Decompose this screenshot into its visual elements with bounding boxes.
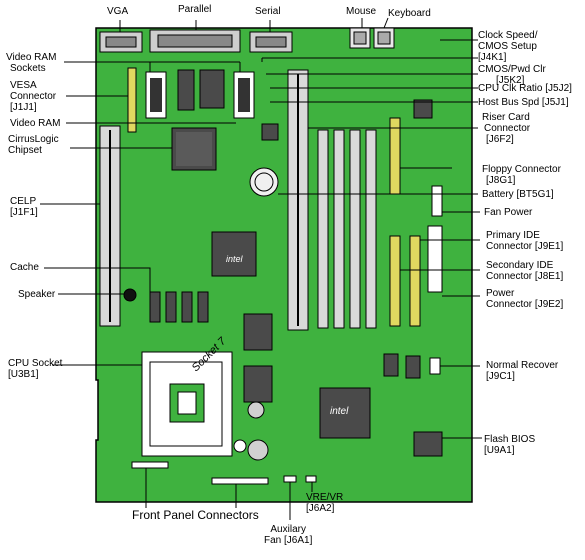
cache-chips xyxy=(149,291,209,323)
chipset-intel-small xyxy=(211,231,257,277)
chipset-intel-big xyxy=(319,387,371,439)
video-ram-chip xyxy=(177,69,195,111)
label-cpu-clk-ratio: CPU Clk Ratio [J5J2] xyxy=(478,83,572,94)
label-keyboard: Keyboard xyxy=(388,8,431,19)
vre-shape xyxy=(305,475,317,483)
aux-fan-shape xyxy=(283,475,297,483)
label-video-ram: Video RAM xyxy=(10,118,61,129)
secondary-ide-shape xyxy=(389,235,401,327)
speaker-shape xyxy=(123,288,137,302)
intel-small-chip-text: intel xyxy=(226,254,244,264)
label-clock-speed: Clock Speed/CMOS Setup[J4K1] xyxy=(478,30,538,63)
label-cmos-pwd-clr: CMOS/Pwd Clr[J5K2] xyxy=(478,64,546,86)
floppy-connector-shape xyxy=(389,117,401,195)
mouse-connector-shape xyxy=(349,27,371,49)
label-celp: CELP[J1F1] xyxy=(10,196,38,218)
label-cache: Cache xyxy=(10,262,39,273)
label-host-bus-spd: Host Bus Spd [J5J1] xyxy=(478,97,569,108)
front-panel-header-2 xyxy=(211,477,269,485)
normal-recover-shape xyxy=(429,357,441,375)
fan-power-shape xyxy=(431,185,443,217)
label-parallel: Parallel xyxy=(178,4,212,15)
label-mouse: Mouse xyxy=(346,6,377,17)
battery-shape xyxy=(249,167,279,197)
label-flash-bios: Flash BIOS[U9A1] xyxy=(484,434,536,456)
power-connector-shape xyxy=(427,225,443,293)
label-normal-recover: Normal Recover[J9C1] xyxy=(486,360,559,382)
vesa-connector-shape xyxy=(127,67,137,133)
label-cpu-socket: CPU Socket[U3B1] xyxy=(8,358,63,380)
label-vga: VGA xyxy=(107,6,129,17)
label-floppy-connector: Floppy Connector[J8G1] xyxy=(482,164,561,186)
flash-bios-shape xyxy=(413,431,443,457)
memory-slots xyxy=(317,129,377,329)
label-vre-vr: VRE/VR[J6A2] xyxy=(306,492,344,514)
voltage-regulator-2 xyxy=(243,365,273,403)
keyboard-connector-shape xyxy=(373,27,395,49)
primary-ide-shape xyxy=(409,235,421,327)
label-battery: Battery [BT5G1] xyxy=(482,189,554,200)
label-fan-power: Fan Power xyxy=(484,207,533,218)
label-serial: Serial xyxy=(255,6,281,17)
parallel-connector-shape xyxy=(149,29,241,53)
intel-big-chip-text: intel xyxy=(330,406,349,417)
vga-connector-shape xyxy=(99,31,143,53)
serial-connector-shape xyxy=(249,31,293,53)
label-speaker: Speaker xyxy=(18,289,56,300)
voltage-regulator-1 xyxy=(243,313,273,351)
leader-lines xyxy=(40,17,482,520)
label-front-panel-connectors: Front Panel Connectors xyxy=(132,508,259,522)
front-panel-header-1 xyxy=(131,461,169,469)
